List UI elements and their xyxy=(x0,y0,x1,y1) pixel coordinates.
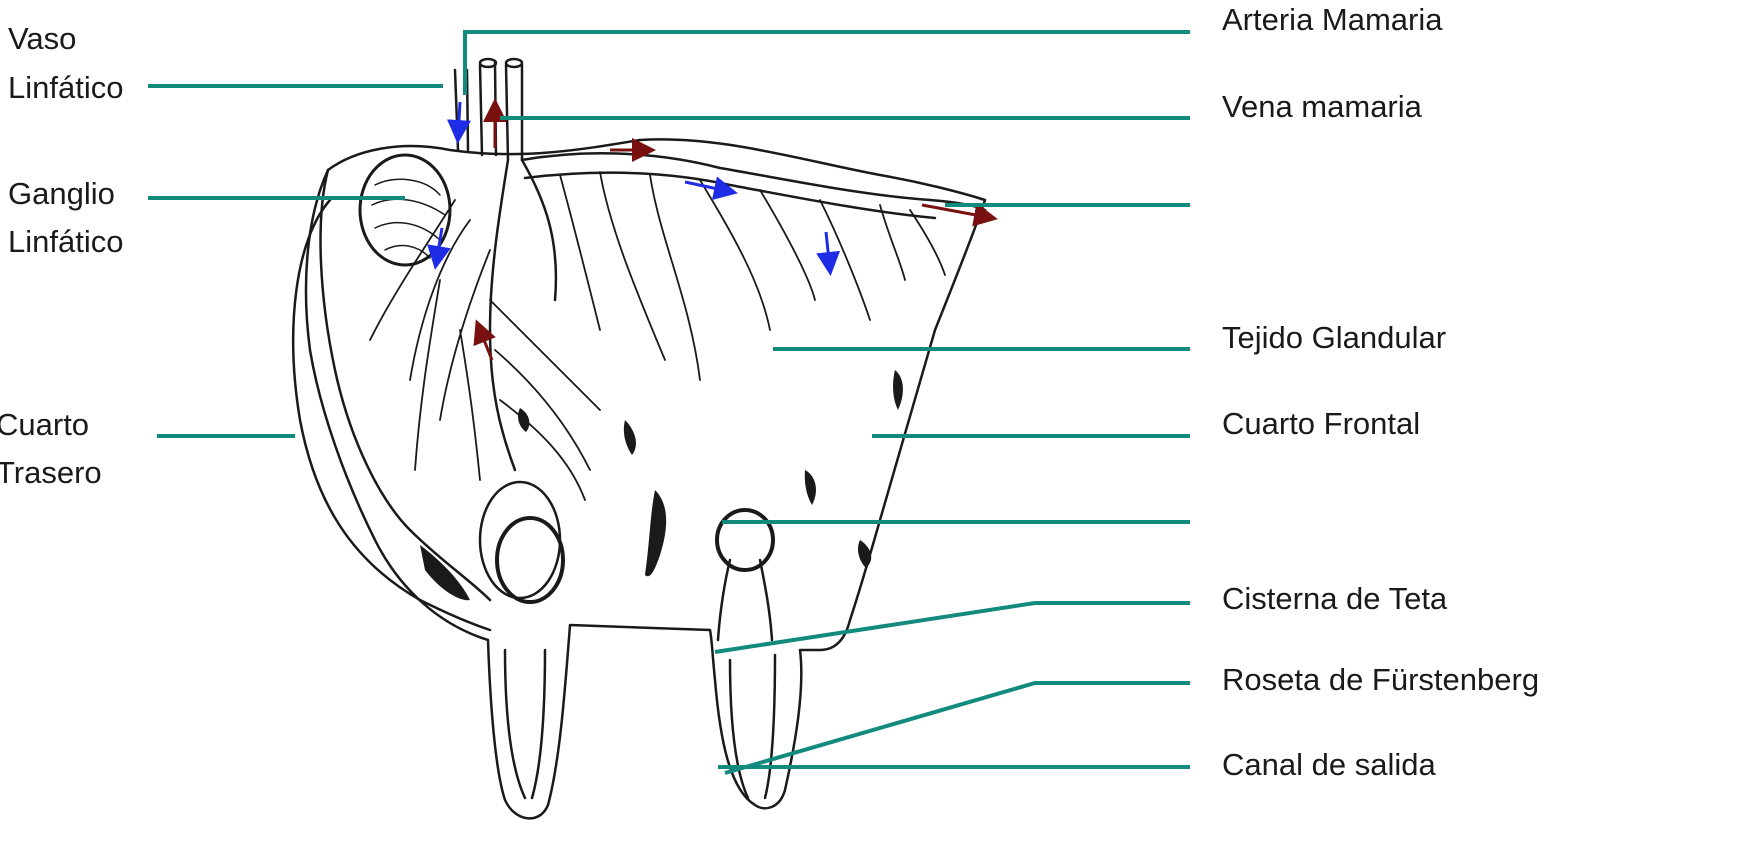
udder-illustration xyxy=(293,59,985,818)
rear-cistern-ring-outer xyxy=(480,482,560,598)
vein-tube-top xyxy=(506,59,522,67)
label-tejido-glandular: Tejido Glandular xyxy=(1222,322,1446,353)
vessel-branches xyxy=(370,172,945,500)
front-teat-inner xyxy=(730,655,775,798)
label-arteria-mamaria: Arteria Mamaria xyxy=(1222,4,1443,35)
gland-spots xyxy=(420,370,903,600)
artery-tube-top xyxy=(480,59,496,67)
lymph-flow-arrow-4 xyxy=(826,232,830,270)
vein-tube xyxy=(506,65,522,160)
rear-cistern-ring xyxy=(497,518,563,602)
label-canal-de-salida: Canal de salida xyxy=(1222,749,1436,780)
leader-cisterna-de-teta xyxy=(715,603,1190,652)
leader-arteria-mamaria xyxy=(465,32,1190,95)
flow-arrows xyxy=(436,102,992,360)
label-vena-mamaria: Vena mamaria xyxy=(1222,91,1422,122)
rear-teat-inner xyxy=(505,650,545,798)
lymph-flow-arrow-1 xyxy=(458,102,460,138)
label-roseta-furstenberg: Roseta de Fürstenberg xyxy=(1222,664,1539,695)
label-cuarto-frontal: Cuarto Frontal xyxy=(1222,408,1420,439)
label-cuarto-trasero-line1: Cuarto xyxy=(0,409,89,440)
leader-roseta-furstenberg xyxy=(725,683,1190,773)
label-cuarto-trasero-line2: Trasero xyxy=(0,457,102,488)
leader-lines xyxy=(148,32,1190,773)
label-vaso-line2: Linfático xyxy=(8,72,123,103)
label-vaso-line1: Vaso xyxy=(8,23,76,54)
label-ganglio-line1: Ganglio xyxy=(8,178,115,209)
udder-outline xyxy=(306,139,985,818)
top-vessel-lower xyxy=(525,173,935,218)
label-cisterna-de-teta: Cisterna de Teta xyxy=(1222,583,1447,614)
front-cistern-ring xyxy=(717,510,773,570)
hind-quarter-bulge xyxy=(293,200,490,630)
label-ganglio-line2: Linfático xyxy=(8,226,123,257)
lymph-flow-arrow-2 xyxy=(436,228,442,264)
lymph-node-texture xyxy=(372,179,445,258)
